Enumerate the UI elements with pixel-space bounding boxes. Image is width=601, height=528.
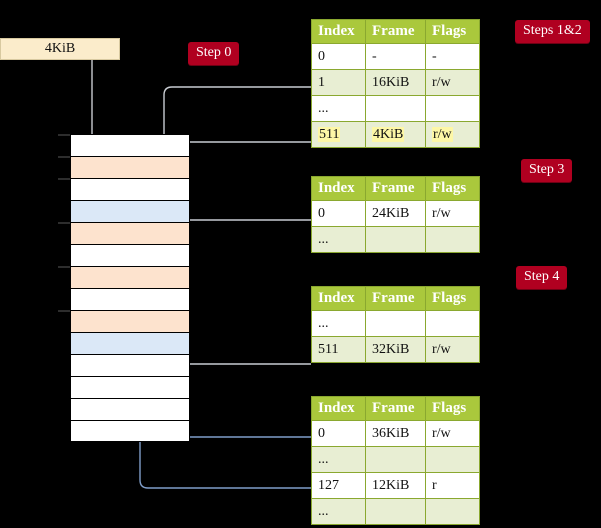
cell-frame xyxy=(365,446,426,473)
cell-index: 511 xyxy=(311,336,366,363)
cell-frame: 12KiB xyxy=(365,472,426,499)
cell-frame: 24KiB xyxy=(365,200,426,227)
table-row: ... xyxy=(311,446,480,473)
column-header-index: Index xyxy=(311,396,366,421)
cell-flags: r/w xyxy=(425,69,480,96)
cell-frame xyxy=(365,498,426,525)
cell-frame: 4KiB xyxy=(365,121,426,148)
source-size-label: 4KiB xyxy=(44,41,76,56)
cell-index: 0 xyxy=(311,43,366,70)
cell-flags: r xyxy=(425,472,480,499)
badge-step-4: Step 4 xyxy=(516,266,568,289)
cell-index: ... xyxy=(311,310,366,337)
column-header-flags: Flags xyxy=(425,396,480,421)
highlighted-value: r/w xyxy=(432,126,453,142)
memory-column xyxy=(70,134,190,442)
badge-step-3: Step 3 xyxy=(521,159,573,182)
memory-row-3 xyxy=(70,200,190,222)
memory-row-9 xyxy=(70,332,190,354)
cell-index: ... xyxy=(311,226,366,253)
memory-row-6 xyxy=(70,266,190,288)
memory-row-1 xyxy=(70,156,190,178)
memory-tick-marks xyxy=(58,134,70,312)
memory-row-13 xyxy=(70,420,190,442)
table-row: ... xyxy=(311,310,480,337)
column-header-frame: Frame xyxy=(365,19,426,44)
column-header-frame: Frame xyxy=(365,286,426,311)
cell-frame xyxy=(365,226,426,253)
cell-index: 0 xyxy=(311,200,366,227)
cell-index: ... xyxy=(311,446,366,473)
cell-frame: 32KiB xyxy=(365,336,426,363)
table-row: ... xyxy=(311,498,480,525)
cell-flags: r/w xyxy=(425,121,480,148)
wire-t1-row511 xyxy=(177,141,311,222)
badge-step-0: Step 0 xyxy=(188,42,240,65)
source-size-box: 4KiB xyxy=(0,38,120,60)
cell-frame xyxy=(365,310,426,337)
badge-steps-1-2: Steps 1&2 xyxy=(515,20,590,43)
column-header-flags: Flags xyxy=(425,286,480,311)
cell-frame xyxy=(365,95,426,122)
column-header-frame: Frame xyxy=(365,396,426,421)
cell-flags xyxy=(425,498,480,525)
memory-row-10 xyxy=(70,354,190,376)
cell-index: 1 xyxy=(311,69,366,96)
cell-flags xyxy=(425,446,480,473)
memory-row-5 xyxy=(70,244,190,266)
cell-flags: r/w xyxy=(425,420,480,447)
cell-flags: r/w xyxy=(425,336,480,363)
memory-row-8 xyxy=(70,310,190,332)
table-row: ... xyxy=(311,95,480,122)
cell-index: 0 xyxy=(311,420,366,447)
column-header-index: Index xyxy=(311,176,366,201)
column-header-flags: Flags xyxy=(425,19,480,44)
cell-frame: 36KiB xyxy=(365,420,426,447)
column-header-index: Index xyxy=(311,19,366,44)
cell-flags xyxy=(425,95,480,122)
memory-row-4 xyxy=(70,222,190,244)
cell-flags xyxy=(425,226,480,253)
column-header-index: Index xyxy=(311,286,366,311)
highlighted-value: 511 xyxy=(318,126,341,142)
cell-frame: 16KiB xyxy=(365,69,426,96)
wire-t2-row0 xyxy=(177,219,311,266)
cell-flags xyxy=(425,310,480,337)
cell-flags: - xyxy=(425,43,480,70)
cell-index: ... xyxy=(311,95,366,122)
memory-row-2 xyxy=(70,178,190,200)
cell-index: 127 xyxy=(311,472,366,499)
cell-index: ... xyxy=(311,498,366,525)
memory-row-11 xyxy=(70,376,190,398)
memory-row-12 xyxy=(70,398,190,420)
cell-flags: r/w xyxy=(425,200,480,227)
cell-frame: - xyxy=(365,43,426,70)
wire-t3-row511 xyxy=(172,304,311,365)
table-row: ... xyxy=(311,226,480,253)
highlighted-value: 4KiB xyxy=(372,126,405,142)
cell-index: 511 xyxy=(311,121,366,148)
table-row: 511 4KiB r/w xyxy=(311,121,480,148)
memory-row-7 xyxy=(70,288,190,310)
table-row: 0-- xyxy=(311,43,480,70)
memory-row-0 xyxy=(70,134,190,156)
column-header-frame: Frame xyxy=(365,176,426,201)
column-header-flags: Flags xyxy=(425,176,480,201)
